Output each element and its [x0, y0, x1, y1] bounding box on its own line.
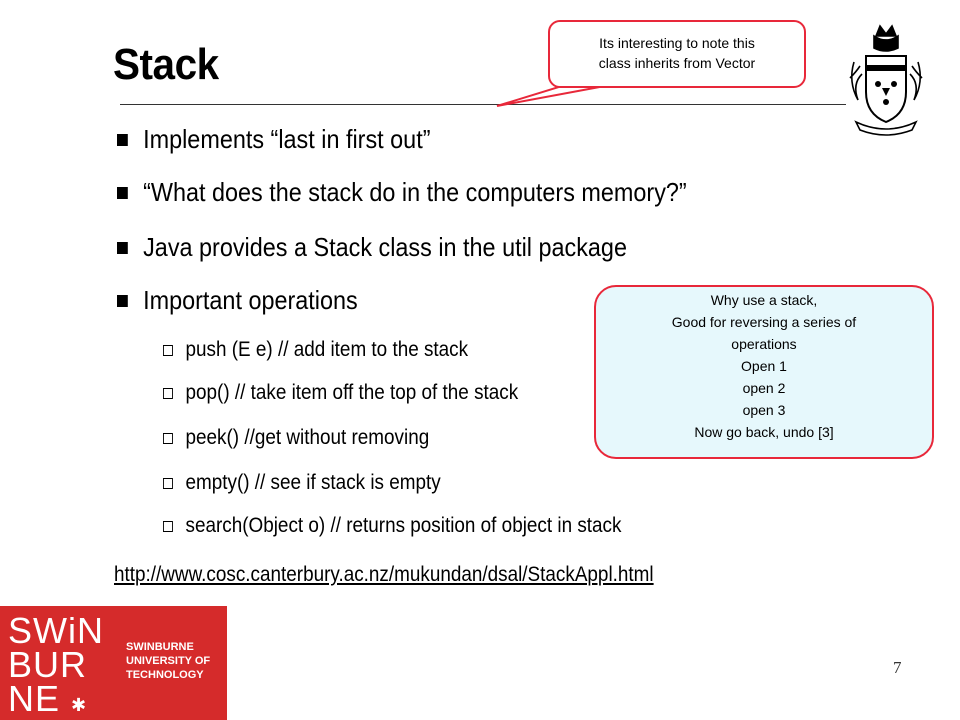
bullet-text: Important operations	[143, 285, 358, 315]
sub-bullet-item: push (E e) // add item to the stack	[163, 338, 468, 362]
bullet-item: Implements “last in first out”	[117, 124, 430, 155]
sub-bullet-item: pop() // take item off the top of the st…	[163, 381, 518, 405]
sub-bullet-item: search(Object o) // returns position of …	[163, 514, 621, 538]
logo-mark-line-text: NE	[8, 678, 61, 719]
sub-bullet-text: pop() // take item off the top of the st…	[185, 381, 519, 404]
callout-line: open 2	[742, 380, 786, 396]
callout-line: Open 1	[741, 358, 787, 374]
bullet-text: Java provides a Stack class in the util …	[143, 232, 627, 262]
callout-line: operations	[731, 336, 797, 352]
page-number: 7	[893, 658, 902, 677]
logo-word-line: TECHNOLOGY	[126, 669, 204, 681]
sub-bullet-text: peek() //get without removing	[185, 426, 430, 449]
hollow-square-icon	[163, 387, 173, 399]
hollow-square-icon	[163, 432, 173, 444]
sub-bullet-item: empty() // see if stack is empty	[163, 471, 441, 495]
swinburne-logo: SWiN BUR NE ✱ SWINBURNE UNIVERSITY OF TE…	[0, 606, 227, 720]
stack-applet-link[interactable]: http://www.cosc.canterbury.ac.nz/mukunda…	[114, 563, 654, 586]
vector-note-callout: Its interesting to note this class inher…	[548, 20, 806, 88]
bullet-square-icon	[117, 133, 128, 146]
logo-mark-line: SWiN	[8, 610, 104, 651]
sub-bullet-text: push (E e) // add item to the stack	[185, 338, 469, 361]
bullet-item: Java provides a Stack class in the util …	[117, 232, 627, 263]
bullet-square-icon	[117, 186, 128, 199]
hollow-square-icon	[163, 344, 173, 356]
why-stack-callout: Why use a stack, Good for reversing a se…	[594, 285, 934, 459]
bullet-text: “What does the stack do in the computers…	[143, 177, 687, 207]
callout-line: Now go back, undo [3]	[694, 424, 834, 440]
hollow-square-icon	[163, 477, 173, 489]
sub-bullet-item: peek() //get without removing	[163, 426, 429, 450]
callout-line: Its interesting to note this	[599, 35, 755, 51]
title-divider	[120, 104, 846, 105]
bullet-text: Implements “last in first out”	[143, 124, 431, 154]
bullet-square-icon	[117, 241, 128, 254]
sub-bullet-text: search(Object o) // returns position of …	[185, 514, 622, 537]
logo-word-line: UNIVERSITY OF	[126, 655, 211, 667]
logo-mark: SWiN BUR NE ✱	[8, 610, 118, 720]
university-crest-icon	[849, 24, 923, 136]
bullet-item: Important operations	[117, 285, 358, 316]
hollow-square-icon	[163, 520, 173, 532]
star-icon: ✱	[71, 695, 88, 715]
slide-title: Stack	[113, 40, 219, 89]
logo-wordmark: SWINBURNE UNIVERSITY OF TECHNOLOGY	[126, 640, 210, 682]
bullet-list: Implements “last in first out” “What doe…	[117, 124, 687, 538]
bullet-square-icon	[117, 294, 128, 307]
bullet-item: “What does the stack do in the computers…	[117, 177, 687, 208]
sub-bullet-text: empty() // see if stack is empty	[185, 471, 441, 494]
callout-line: Good for reversing a series of	[671, 314, 857, 330]
callout-line: Why use a stack,	[710, 292, 818, 308]
logo-mark-line: BUR	[8, 644, 88, 685]
logo-mark-line: NE ✱	[8, 681, 118, 720]
callout-line: open 3	[742, 402, 786, 418]
callout-line: class inherits from Vector	[598, 55, 756, 71]
logo-word-line: SWINBURNE	[126, 641, 194, 653]
